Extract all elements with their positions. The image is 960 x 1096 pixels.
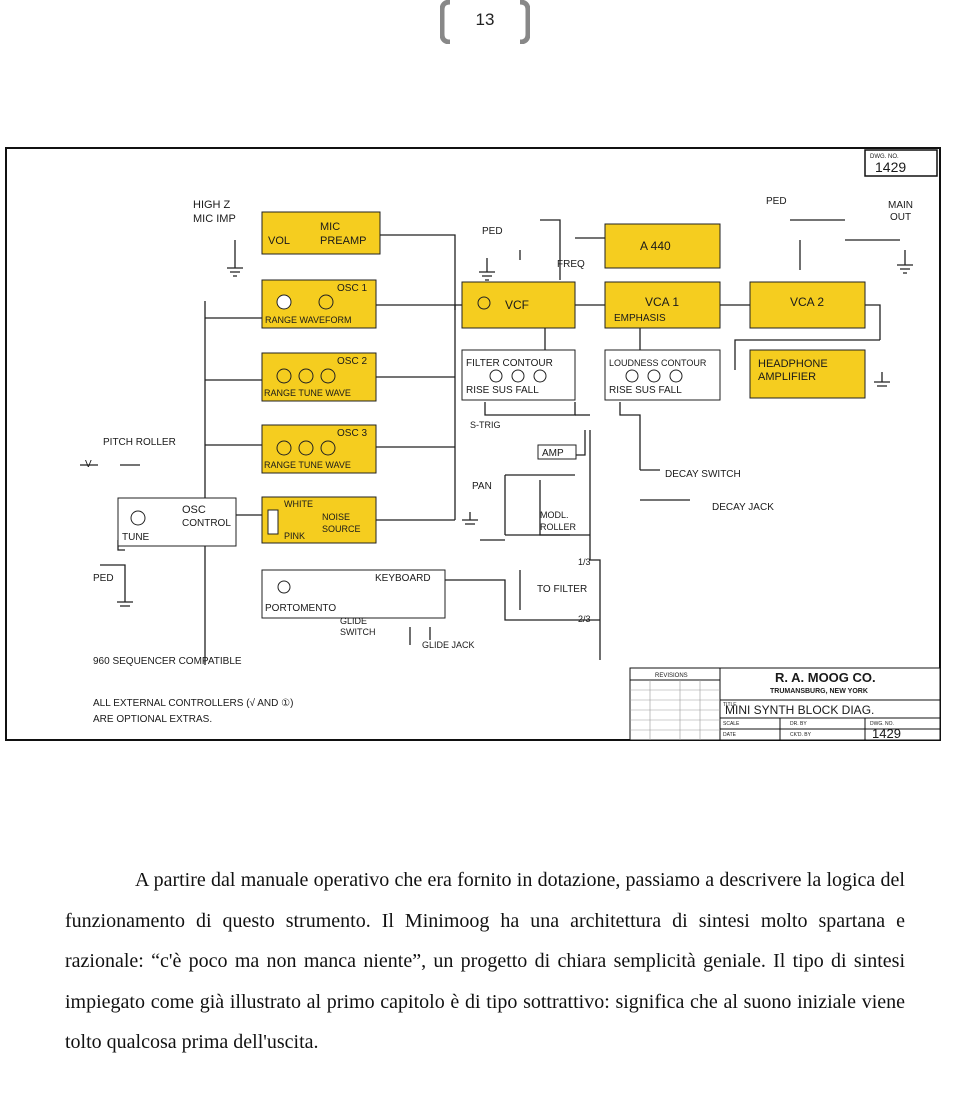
block-diagram: DWG. NO. 1429 (0, 140, 960, 745)
mic-preamp-block: VOL MIC PREAMP (261, 211, 381, 255)
svg-text:PED: PED (93, 573, 114, 584)
svg-text:1429: 1429 (872, 726, 901, 741)
svg-text:ARE OPTIONAL EXTRAS.: ARE OPTIONAL EXTRAS. (93, 714, 212, 725)
dwg-number-box: DWG. NO. 1429 (864, 149, 938, 177)
vca2-block: VCA 2 (749, 281, 866, 329)
svg-text:OSC: OSC (182, 504, 206, 516)
svg-text:2/3: 2/3 (578, 614, 591, 624)
svg-text:DECAY JACK: DECAY JACK (712, 502, 774, 513)
svg-text:RANGE WAVEFORM: RANGE WAVEFORM (265, 315, 352, 325)
svg-text:RISE SUS FALL: RISE SUS FALL (609, 385, 682, 396)
svg-text:RANGE TUNE WAVE: RANGE TUNE WAVE (264, 460, 351, 470)
svg-text:AMP: AMP (542, 448, 564, 459)
svg-text:OSC 3: OSC 3 (337, 428, 367, 439)
svg-text:1429: 1429 (875, 159, 906, 175)
svg-text:V: V (85, 459, 92, 470)
headphone-amplifier-block: HEADPHONE AMPLIFIER (749, 349, 866, 399)
svg-text:HEADPHONE: HEADPHONE (758, 358, 828, 370)
svg-text:CK'D. BY: CK'D. BY (790, 732, 812, 738)
svg-text:EMPHASIS: EMPHASIS (614, 313, 666, 324)
osc-control-block: OSC CONTROL TUNE (117, 497, 237, 547)
wiring (80, 219, 900, 665)
svg-text:WHITE: WHITE (284, 499, 313, 509)
svg-text:OSC 1: OSC 1 (337, 283, 367, 294)
svg-text:ALL EXTERNAL CONTROLLERS (√ AN: ALL EXTERNAL CONTROLLERS (√ AND ①) (93, 697, 293, 709)
svg-text:TITLE: TITLE (723, 702, 737, 708)
svg-text:LOUDNESS CONTOUR: LOUDNESS CONTOUR (609, 358, 707, 368)
title-block: REVISIONS R. A. MOOG CO. TRUMANSBURG, NE… (629, 667, 941, 741)
svg-text:TUNE: TUNE (122, 532, 150, 543)
noise-source-block: WHITE NOISE SOURCE PINK (261, 496, 377, 544)
keyboard-block: KEYBOARD PORTOMENTO (261, 569, 446, 619)
svg-text:FILTER CONTOUR: FILTER CONTOUR (466, 358, 553, 369)
svg-text:SWITCH: SWITCH (340, 627, 376, 637)
svg-text:KEYBOARD: KEYBOARD (375, 573, 431, 584)
svg-text:TRUMANSBURG, NEW YORK: TRUMANSBURG, NEW YORK (770, 688, 868, 695)
svg-text:PITCH ROLLER: PITCH ROLLER (103, 437, 176, 448)
a440-block: A 440 (604, 223, 721, 269)
svg-text:NOISE: NOISE (322, 512, 350, 522)
svg-text:GLIDE: GLIDE (340, 616, 367, 626)
page-number: 13 (475, 10, 495, 29)
svg-text:PORTOMENTO: PORTOMENTO (265, 603, 336, 614)
svg-text:MAIN: MAIN (888, 200, 913, 211)
svg-text:960 SEQUENCER COMPATIBLE: 960 SEQUENCER COMPATIBLE (93, 656, 242, 667)
svg-text:DWG. NO.: DWG. NO. (870, 154, 899, 160)
svg-text:VCF: VCF (505, 298, 529, 312)
svg-text:DWG. NO.: DWG. NO. (870, 721, 894, 727)
svg-text:OSC 2: OSC 2 (337, 356, 367, 367)
svg-text:S-TRIG: S-TRIG (470, 420, 501, 430)
filter-contour-block: FILTER CONTOUR RISE SUS FALL (461, 349, 576, 401)
body-paragraph: A partire dal manuale operativo che era … (65, 869, 905, 1053)
svg-text:PAN: PAN (472, 481, 492, 492)
svg-text:FREQ: FREQ (557, 259, 585, 270)
svg-text:PED: PED (482, 226, 503, 237)
svg-text:MODL.: MODL. (540, 510, 569, 520)
svg-text:MINI SYNTH BLOCK DIAG.: MINI SYNTH BLOCK DIAG. (725, 703, 874, 717)
svg-text:PED: PED (766, 196, 787, 207)
vca1-block: VCA 1 EMPHASIS (604, 281, 721, 329)
svg-text:GLIDE JACK: GLIDE JACK (422, 640, 475, 650)
page-number-frame (440, 0, 530, 44)
svg-text:R. A. MOOG CO.: R. A. MOOG CO. (775, 670, 876, 685)
svg-text:VCA 1: VCA 1 (645, 295, 679, 309)
svg-text:VOL: VOL (268, 235, 290, 247)
body-text: A partire dal manuale operativo che era … (65, 860, 905, 1063)
svg-text:RANGE TUNE WAVE: RANGE TUNE WAVE (264, 388, 351, 398)
osc3-block: OSC 3 RANGE TUNE WAVE (261, 424, 377, 474)
svg-text:CONTROL: CONTROL (182, 518, 231, 529)
svg-text:HIGH Z: HIGH Z (193, 199, 231, 211)
vcf-block: VCF (461, 281, 576, 329)
loudness-contour-block: LOUDNESS CONTOUR RISE SUS FALL (604, 349, 721, 401)
svg-text:MIC IMP: MIC IMP (193, 213, 236, 225)
svg-text:A 440: A 440 (640, 239, 671, 253)
svg-text:ROLLER: ROLLER (540, 522, 577, 532)
svg-text:TO FILTER: TO FILTER (537, 584, 587, 595)
osc2-block: OSC 2 RANGE TUNE WAVE (261, 352, 377, 402)
osc1-block: OSC 1 RANGE WAVEFORM (261, 279, 377, 329)
svg-text:PREAMP: PREAMP (320, 235, 366, 247)
diagram-labels: HIGH Z MIC IMP PED FREQ PED MAIN OUT PIT… (85, 196, 913, 725)
svg-text:DECAY SWITCH: DECAY SWITCH (665, 469, 741, 480)
svg-text:SCALE: SCALE (723, 721, 740, 727)
svg-text:1/3: 1/3 (578, 557, 591, 567)
svg-text:AMPLIFIER: AMPLIFIER (758, 371, 816, 383)
svg-text:SOURCE: SOURCE (322, 524, 361, 534)
svg-text:DR. BY: DR. BY (790, 721, 807, 727)
ground-symbols (117, 240, 913, 607)
amp-box: AMP (537, 444, 577, 460)
svg-text:RISE SUS FALL: RISE SUS FALL (466, 385, 539, 396)
svg-text:VCA 2: VCA 2 (790, 295, 824, 309)
svg-text:MIC: MIC (320, 221, 340, 233)
svg-text:PINK: PINK (284, 531, 305, 541)
svg-text:OUT: OUT (890, 212, 911, 223)
svg-text:DATE: DATE (723, 732, 737, 738)
svg-text:REVISIONS: REVISIONS (655, 673, 688, 679)
